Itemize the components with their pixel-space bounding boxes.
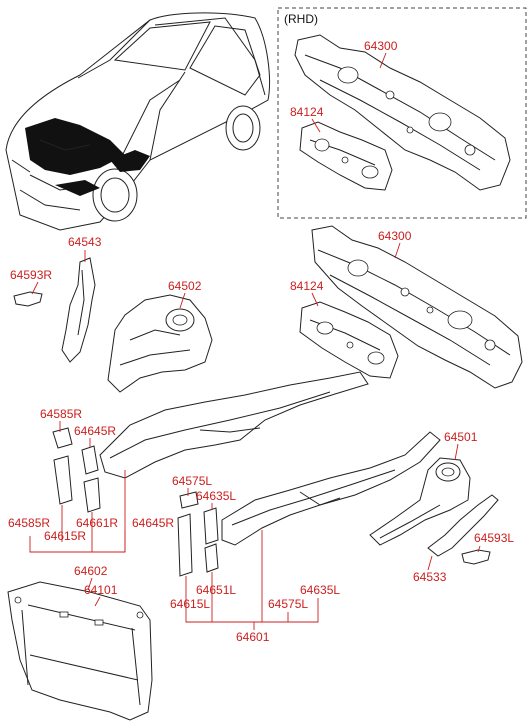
apron-reinforcement-right: 64543 64593R [10, 235, 102, 363]
part-64593L [461, 549, 491, 565]
front-apron-right: 64502 [107, 279, 213, 393]
part-64651L [204, 543, 219, 573]
part-64585R-bottom [53, 455, 73, 505]
label-64585R-top: 64585R [40, 407, 82, 421]
car-illustration [5, 12, 270, 231]
part-64575L-top [179, 491, 199, 509]
label-64635L-bottom: 64635L [300, 583, 340, 597]
label-64593L: 64593L [474, 531, 514, 545]
label-64635L-top: 64635L [196, 489, 236, 503]
part-64661R [83, 477, 101, 513]
label-84124: 84124 [290, 279, 324, 293]
rhd-section: (RHD) 64300 84124 [277, 7, 527, 219]
label-64585R-bottom: 64585R [8, 516, 50, 530]
side-member-left: 64575L 64635L 64651L 64635L 64615L 64575… [170, 431, 441, 644]
label-64501: 64501 [444, 430, 478, 444]
label-64602: 64602 [74, 564, 108, 578]
part-64645R-top [81, 445, 99, 475]
part-64615L [177, 513, 193, 577]
label-64502: 64502 [168, 279, 202, 293]
label-64300: 64300 [378, 229, 412, 243]
front-apron-left: 64501 [369, 430, 478, 546]
rhd-frame [277, 7, 527, 219]
dash-panel-group: 64300 84124 [290, 225, 523, 389]
label-84124-rhd: 84124 [290, 105, 324, 119]
label-64645R-top: 64645R [74, 424, 116, 438]
label-64615L: 64615L [170, 597, 210, 611]
part-64635L-top [203, 507, 219, 545]
side-member-left-body [221, 431, 441, 546]
label-64615R: 64615R [44, 529, 86, 543]
label-64601: 64601 [236, 630, 270, 644]
part-64502 [107, 294, 213, 393]
label-64651L: 64651L [196, 583, 236, 597]
part-64101 [7, 581, 153, 721]
part-64533 [427, 494, 499, 557]
part-64585R-top [52, 427, 73, 449]
label-64645R-bottom: 64645R [132, 516, 174, 530]
part-64593R [13, 291, 43, 307]
label-64575L-bottom: 64575L [268, 597, 308, 611]
label-64661R: 64661R [76, 516, 118, 530]
label-64101: 64101 [84, 583, 118, 597]
insulator-rhd [299, 121, 393, 191]
side-member-right-body [99, 371, 369, 479]
part-64543 [61, 257, 96, 363]
rhd-title: (RHD) [284, 12, 318, 26]
apron-reinforcement-left: 64593L 64533 [413, 494, 514, 584]
label-64593R: 64593R [10, 268, 52, 282]
dash-panel [311, 225, 523, 389]
label-64543: 64543 [68, 235, 102, 249]
side-member-right: 64585R 64645R 64585R 64661R 64645R 64615… [8, 371, 369, 553]
radiator-support: 64602 64101 [7, 564, 153, 721]
label-64300-rhd: 64300 [364, 39, 398, 53]
label-64575L-top: 64575L [172, 474, 212, 488]
label-64533: 64533 [413, 570, 447, 584]
